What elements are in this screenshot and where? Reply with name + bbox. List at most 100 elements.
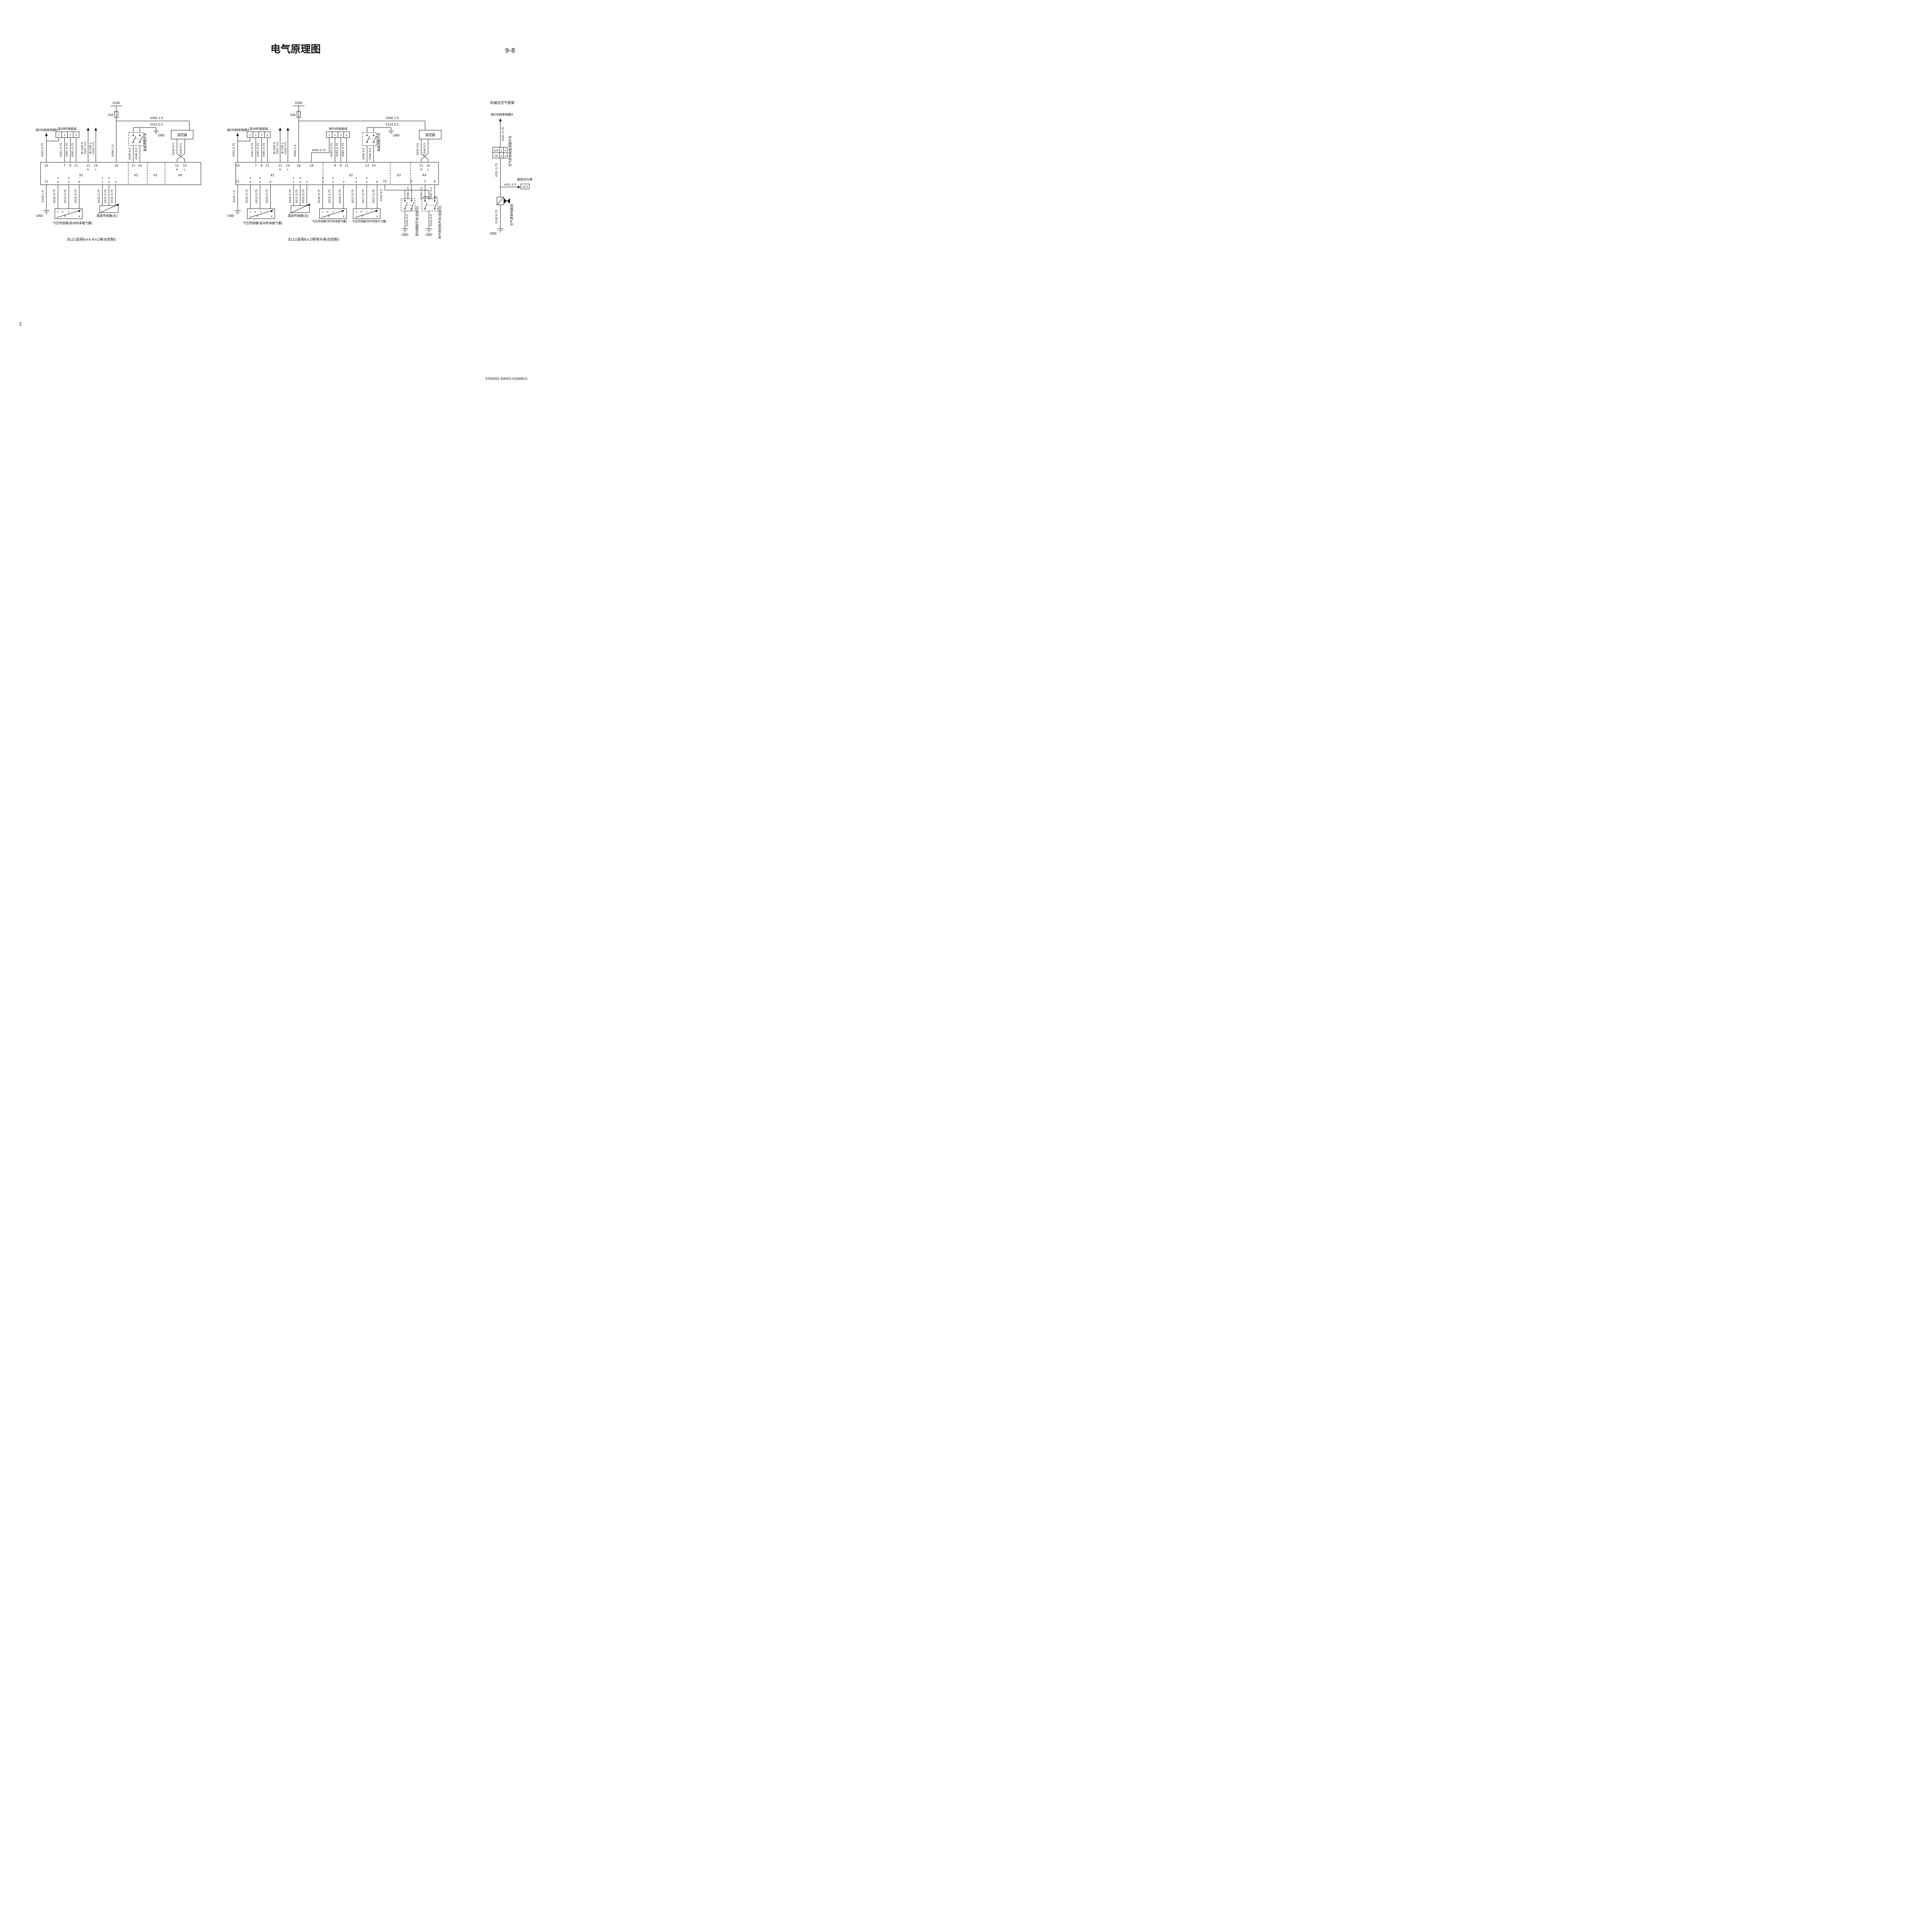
pin-l: L [184, 168, 185, 171]
wire-label: 4315 0.75 [255, 189, 258, 203]
wire-label: 4391 0.75 [262, 143, 265, 157]
sensor-pin: P [362, 215, 363, 218]
wire-label: 4316 0.75 [328, 189, 331, 203]
wire-label: 4301 0.75 [232, 143, 235, 157]
height-sensor-label: 高度传感器(左) [97, 214, 117, 218]
wire-label: 5344 0.5 [179, 143, 182, 155]
pin-label: 10 [426, 164, 430, 167]
pin-label: 10 [183, 164, 187, 167]
pin-label: 8 [261, 164, 263, 167]
pin-num: 1 [322, 180, 323, 184]
fuse-code-label: 0260 [112, 101, 120, 105]
valve-label: 空气悬架电磁阀 [510, 204, 514, 226]
gnd-label: GND [401, 233, 408, 237]
wire-label-4363: 4363 0.75 [312, 149, 326, 152]
valve-pin: 1 [58, 134, 60, 137]
pin-sign: + [249, 177, 252, 180]
air-suspension-valve: 空气悬架电磁阀 [497, 197, 514, 226]
pin-num: 3 [343, 180, 344, 184]
height-sensor: 高度传感器(左) [288, 204, 311, 218]
fuse-rating-label: 10A [107, 113, 114, 117]
pressure-sensor-label: 气压传感器(驱动桥承载气囊) [243, 221, 282, 225]
pin-num: 4 [57, 180, 59, 184]
pin-h: H [87, 168, 89, 171]
wire-label: 4326 0.75 [338, 189, 342, 203]
pin-label: 12 [175, 164, 179, 167]
wire-label: B-CAN L [89, 143, 92, 153]
height-sensor-box [291, 205, 310, 213]
pressure-sensor-label: 气压传感器(驱动桥承载气囊) [53, 221, 92, 225]
switch-label: 空气悬架高度调整开关 [508, 136, 512, 167]
gnd-label: GND [228, 214, 234, 218]
connector-x2: X2 [349, 174, 353, 177]
pin-label: 7 [64, 164, 66, 167]
connector-x1: X1 [79, 174, 83, 177]
wire-label: 4347 0.5 [430, 187, 433, 199]
pin-sign: - [115, 177, 116, 180]
pin-label: 13 [131, 164, 135, 167]
bottom-wiring: 0143 1.0 4335 0.75 4315 0.75 4325 0.75 4… [228, 185, 378, 218]
pin-label: 12 [44, 180, 48, 183]
switch-pin: 1 [501, 149, 502, 152]
wire-label: 4345 0.5 [128, 148, 131, 160]
height-sensor: 高度传感器(左) [97, 204, 119, 218]
bottom-wiring: 0143 1.0 4335 0.75 4315 0.75 4325 0.75 4… [36, 185, 116, 218]
power-branch: 4300 1.0 0143 0.5 GND [116, 116, 190, 137]
wire-label: 4325 0.75 [74, 189, 77, 203]
wire-label: 0100 0.75 [495, 210, 498, 224]
wire-label: 0143 1.0 [41, 190, 44, 202]
pin-sign: + [57, 177, 59, 180]
circuit-caption: ELC(适用6×2带举升单点控制) [289, 237, 339, 242]
sensor-pin: 1 [57, 210, 59, 213]
doc-code: 3700001-94003.H180810 [485, 377, 527, 381]
ground: GND [490, 228, 503, 235]
sensor-pin: 1 [355, 210, 357, 213]
pin-h: H [420, 168, 422, 171]
drive-valve-label: 驱动桥电磁阀 [250, 127, 268, 131]
wire-label: 4351 0.75 [60, 143, 63, 157]
pin-sign: + [321, 177, 324, 180]
wire-label: 4361 0.75 [257, 143, 260, 157]
height-adjust-switch: 高度调整开关 [128, 128, 147, 162]
sensor-pin: 2 [332, 210, 334, 213]
top-wire-labels: 4301 0.75 4351 0.75 4361 0.75 4391 0.75 … [232, 142, 426, 160]
lift-switch-label: 举升桥控制开关(自复位) [438, 206, 442, 239]
switch-pin: 2 [505, 155, 506, 158]
drive-valve: 驱动桥电磁阀 1 2 3 4 [46, 127, 79, 162]
relay-label: 接ON档继电器4 [36, 128, 58, 132]
wire-label: 4322 0.75 [111, 189, 114, 203]
pin-label: 11 [74, 164, 78, 167]
sensor-pin: 2 [260, 210, 262, 213]
pin-label: 11 [345, 164, 349, 167]
pin-label: 18 [310, 164, 313, 167]
fuse-rating-label: 10A [290, 113, 296, 117]
ecu-box: 10 7 8 11 13 14 16 13 14 12 10 H L H L X… [40, 162, 201, 185]
wire-label-0143: 0143 0.5 [386, 123, 399, 126]
drive-valve-label: 驱动桥电磁阀 [58, 127, 77, 131]
pin-sign: - [306, 177, 308, 180]
pressure-sensor-label: 气压传感器(举升桥提升气囊) [352, 220, 387, 223]
connector-x4: X4 [178, 174, 182, 177]
wire-label: 4351 0.75 [495, 163, 498, 177]
pressure-sensor-box [353, 208, 381, 219]
sensor-pin: 4 [78, 215, 80, 218]
pin-sign: S [68, 177, 70, 180]
pin-sign: S [332, 177, 334, 180]
pin-num: 4 [355, 180, 357, 184]
drive-valve: 驱动桥电磁阀 1 2 3 4 [238, 127, 270, 162]
wire-label: 4336 0.75 [318, 189, 321, 203]
sensor-pin: 2 [366, 210, 367, 213]
wire-label: 4348 0.5 [406, 187, 410, 199]
pin-label: 16 [297, 164, 301, 167]
height-sensor-box [99, 205, 119, 213]
gnd-label: GND [490, 232, 497, 235]
valve-pin: 2 [255, 134, 257, 137]
wire-label: 4325 0.75 [265, 189, 269, 203]
pin-label: 5 [424, 180, 426, 183]
page-title: 电气原理图 [270, 43, 321, 55]
wire-label: 4332 0.75 [97, 189, 100, 203]
pressure-sensor: 1 U 2 P 4 气压传感器(驱动桥承载气囊) [53, 208, 92, 225]
cluster-label: 接组合仪表 [517, 177, 532, 181]
height-switch-label: 高度调整开关 [143, 133, 147, 151]
wire-label: 4322 0.75 [302, 189, 305, 203]
